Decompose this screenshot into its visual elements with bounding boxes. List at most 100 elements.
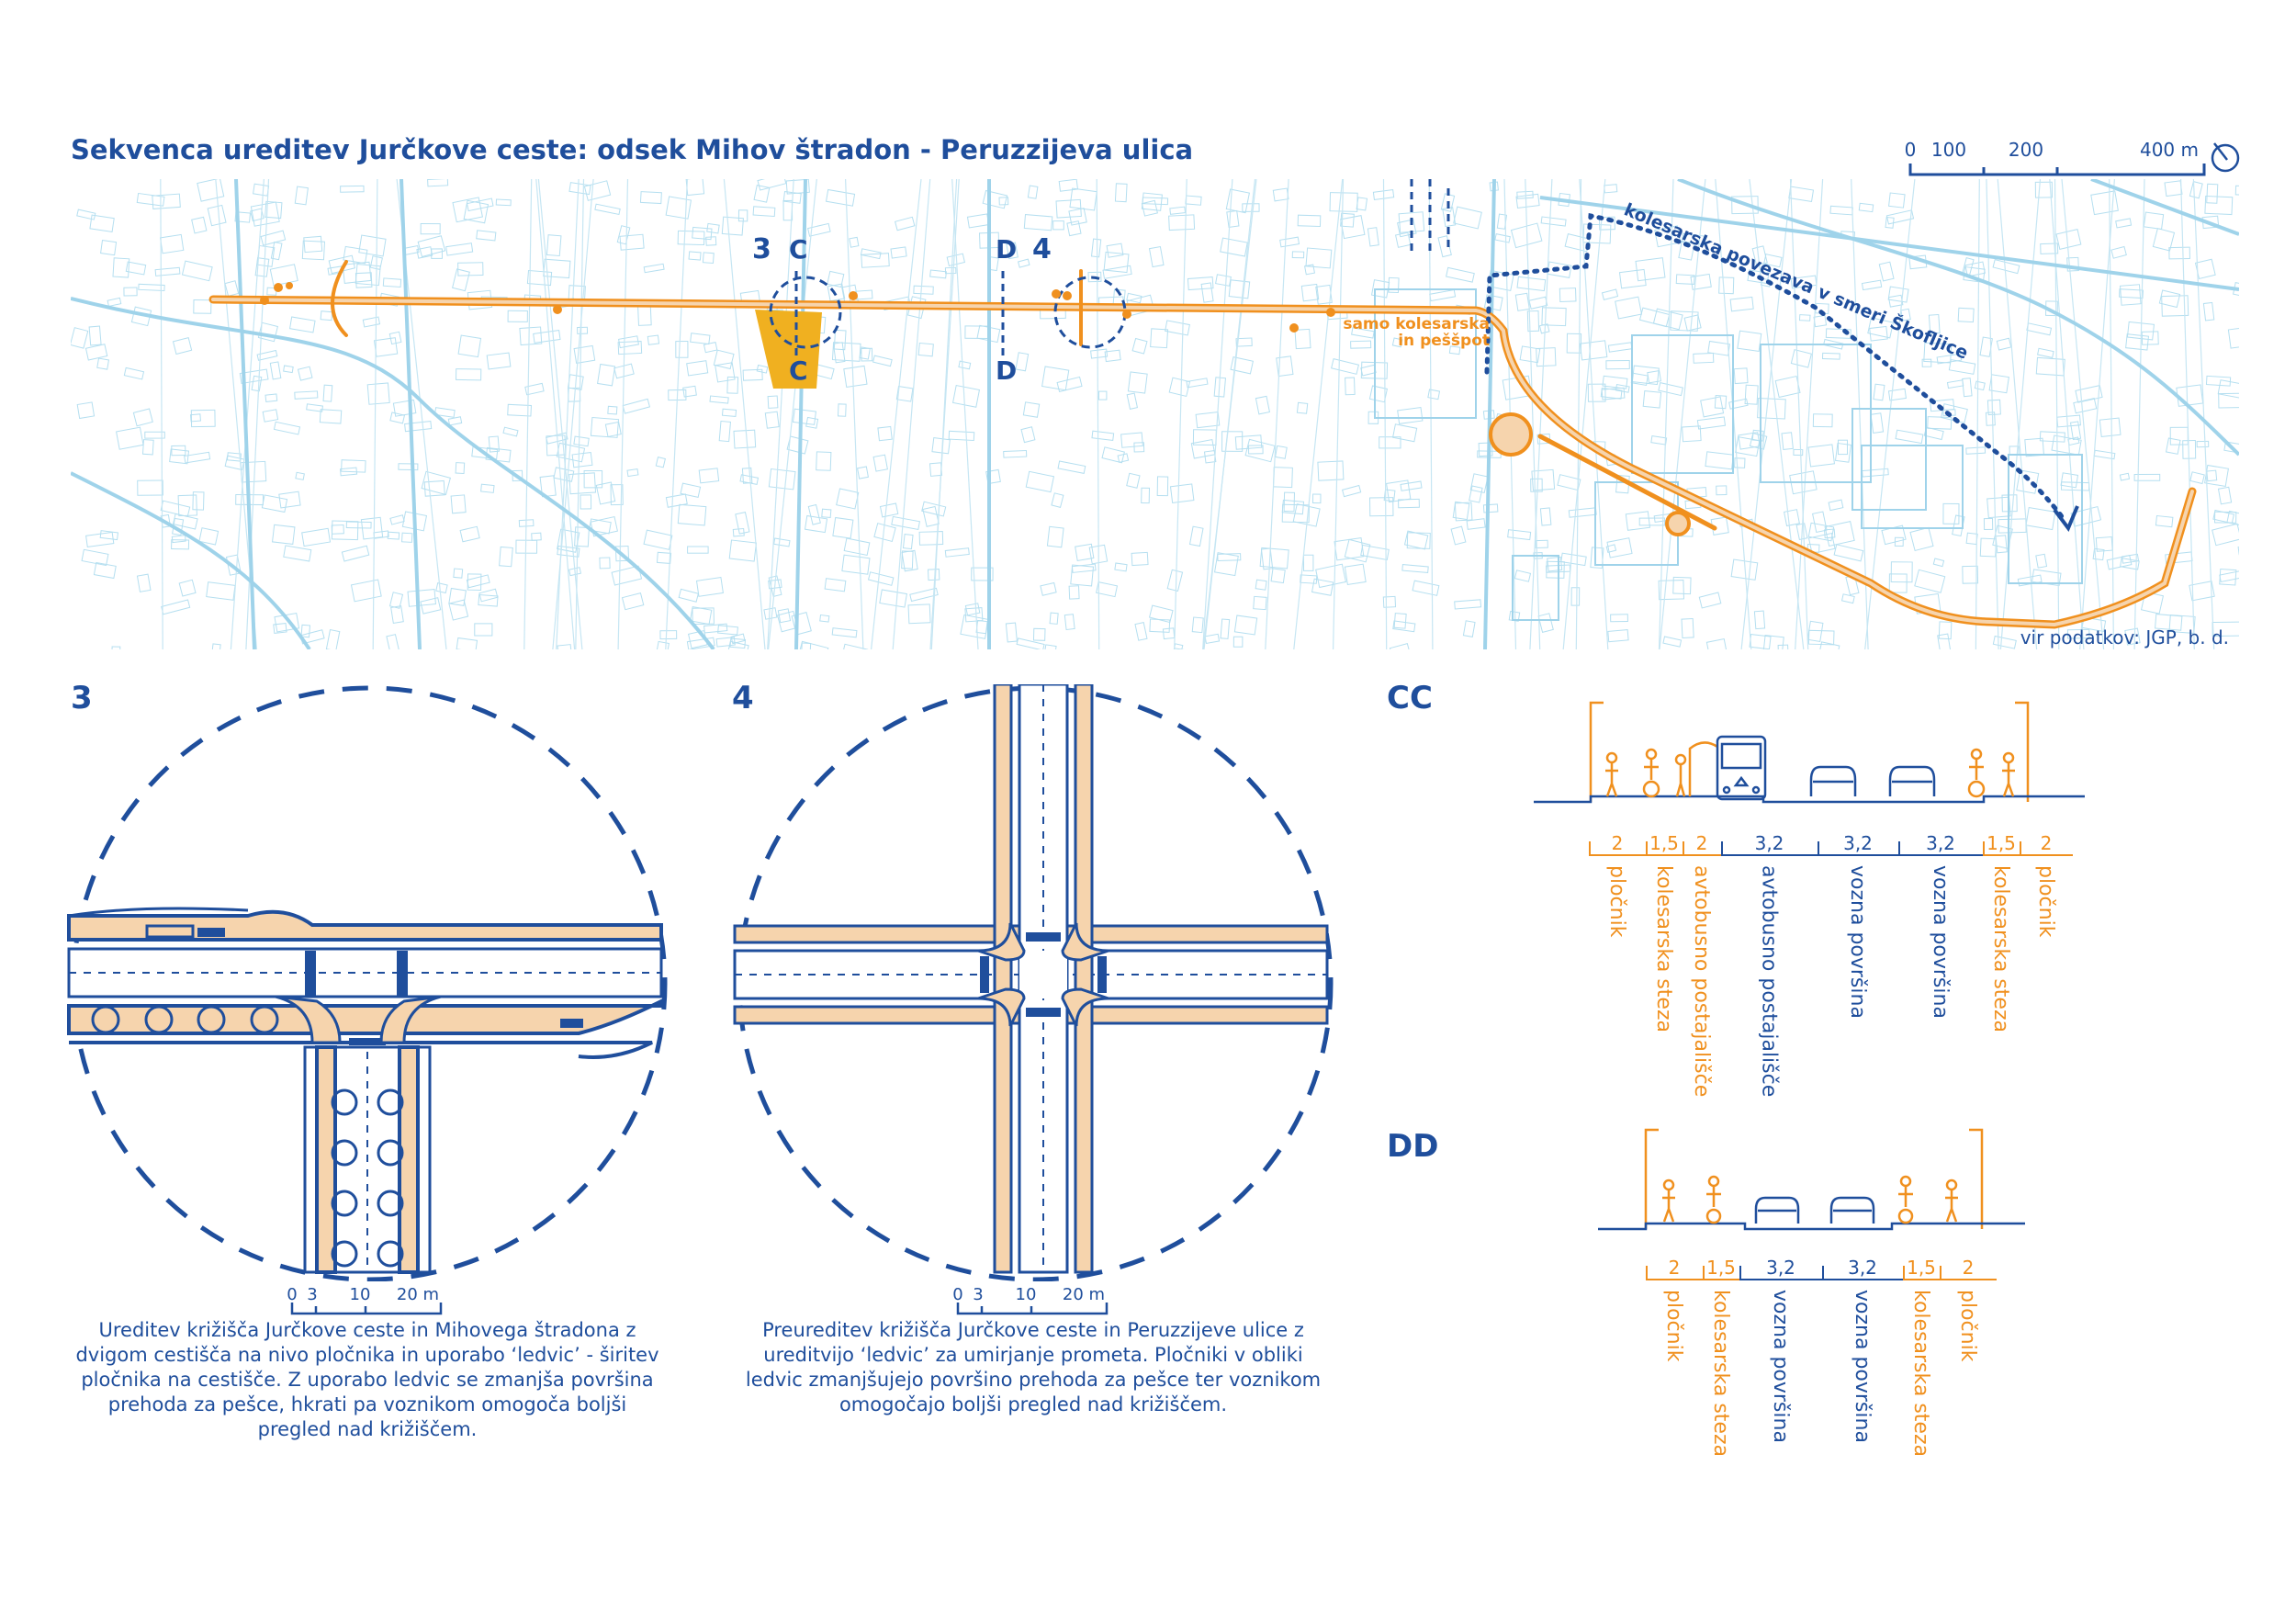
map-parcel	[1191, 616, 1204, 634]
map-parcel	[867, 571, 895, 586]
map-parcel	[2226, 510, 2239, 527]
map-parcel	[1453, 206, 1482, 230]
map-parcel	[831, 342, 861, 362]
map-parcel	[1658, 580, 1684, 601]
map-parcel	[273, 622, 287, 634]
map-parcel	[85, 531, 115, 548]
map-parcel	[1537, 613, 1554, 633]
map-parcel	[234, 211, 251, 223]
street-lamp-icon	[1969, 1128, 1984, 1229]
map-parcel-line	[1202, 179, 1233, 649]
map-parcel	[1605, 360, 1630, 370]
map-parcel	[1873, 383, 1885, 401]
map-parcel	[2016, 469, 2040, 494]
map-parcel	[1582, 223, 1612, 244]
map-parcel	[894, 216, 916, 231]
map-parcel	[841, 554, 871, 575]
map-parcel	[486, 352, 512, 370]
map-parcel	[1681, 232, 1706, 246]
map-parcel	[686, 360, 709, 377]
map-parcel	[369, 255, 383, 270]
map-source: vir podatkov: JGP, b. d.	[2020, 626, 2229, 648]
map-parcel	[985, 468, 1001, 485]
map-parcel	[1996, 337, 2012, 351]
map-parcel	[1344, 538, 1371, 563]
map-parcel	[857, 466, 869, 479]
map-parcel	[2213, 511, 2237, 524]
map-parcel	[1006, 242, 1019, 260]
map-parcel	[452, 197, 483, 223]
map-parcel	[688, 251, 702, 261]
map-parcel	[2201, 215, 2220, 230]
map-parcel	[721, 408, 737, 417]
cc-width-4: 3,2	[1843, 832, 1873, 854]
map-parcel	[294, 390, 319, 400]
map-parcel	[386, 634, 400, 649]
map-parcel	[1519, 345, 1541, 364]
map-parcel	[677, 230, 705, 246]
map-parcel	[1823, 528, 1836, 539]
car-icon	[1888, 765, 1936, 796]
map-parcel	[944, 547, 970, 558]
map-parcel	[2206, 469, 2218, 482]
map-parcel	[1315, 563, 1347, 589]
map-section-c-bottom: C	[789, 355, 808, 386]
map-parcel	[1401, 564, 1429, 574]
map-parcel	[111, 646, 121, 649]
map-parcel	[1625, 511, 1651, 531]
map-parcel	[998, 197, 1009, 206]
map-parcel	[1601, 387, 1626, 400]
map-parcel	[599, 557, 611, 570]
map-parcel	[1300, 283, 1320, 302]
map-parcel	[1275, 445, 1288, 459]
map-parcel	[604, 421, 622, 438]
map-parcel	[2168, 246, 2190, 260]
map-parcel	[177, 494, 197, 517]
map-parcel	[907, 603, 931, 625]
map-parcel	[389, 514, 405, 525]
map-parcel	[1096, 581, 1119, 598]
map-section-c-top: C	[789, 234, 808, 265]
map-parcel	[1127, 371, 1148, 394]
map-parcel	[478, 588, 499, 603]
street-lamp-icon	[1644, 1128, 1659, 1229]
map-parcel	[1195, 412, 1221, 429]
map-parcel	[2205, 375, 2232, 387]
map-parcel	[1187, 276, 1214, 291]
map-parcel	[1351, 327, 1375, 339]
map-parcel	[136, 573, 152, 592]
map-parcel	[1610, 614, 1628, 623]
cc-width-5: 3,2	[1926, 832, 1955, 854]
bike-link-arrow-icon	[2053, 505, 2079, 532]
map-parcel	[1738, 432, 1761, 450]
map-parcel	[773, 537, 791, 547]
map-parcel	[756, 364, 769, 374]
map-parcel-line	[537, 179, 583, 649]
map-parcel	[295, 471, 305, 480]
map-parcel-line	[535, 179, 576, 649]
map-parcel	[692, 226, 713, 241]
map-parcel	[2060, 472, 2079, 489]
cc-name-7: pločnik	[2034, 865, 2057, 938]
bus-shelter-icon	[1688, 741, 1718, 796]
dd-width-1: 1,5	[1706, 1257, 1736, 1279]
map-parcel-line	[1579, 179, 1609, 649]
map-parcel	[2119, 288, 2144, 299]
map-parcel	[2204, 195, 2234, 216]
map-parcel	[1270, 568, 1286, 584]
map-parcel	[420, 597, 442, 615]
map-parcel	[753, 185, 771, 203]
map-parcel	[1142, 197, 1169, 206]
map-parcel	[2037, 347, 2054, 358]
map-parcel	[677, 503, 707, 526]
map-parcel	[1693, 352, 1715, 364]
cc-segment	[1898, 854, 1983, 856]
map-parcel	[1446, 266, 1475, 283]
map-parcel	[1367, 227, 1379, 247]
map-parcel	[456, 637, 478, 649]
map-parcel	[260, 230, 287, 246]
map-parcel	[958, 360, 972, 370]
main-street-3	[67, 907, 663, 1059]
map-parcel	[519, 326, 543, 346]
